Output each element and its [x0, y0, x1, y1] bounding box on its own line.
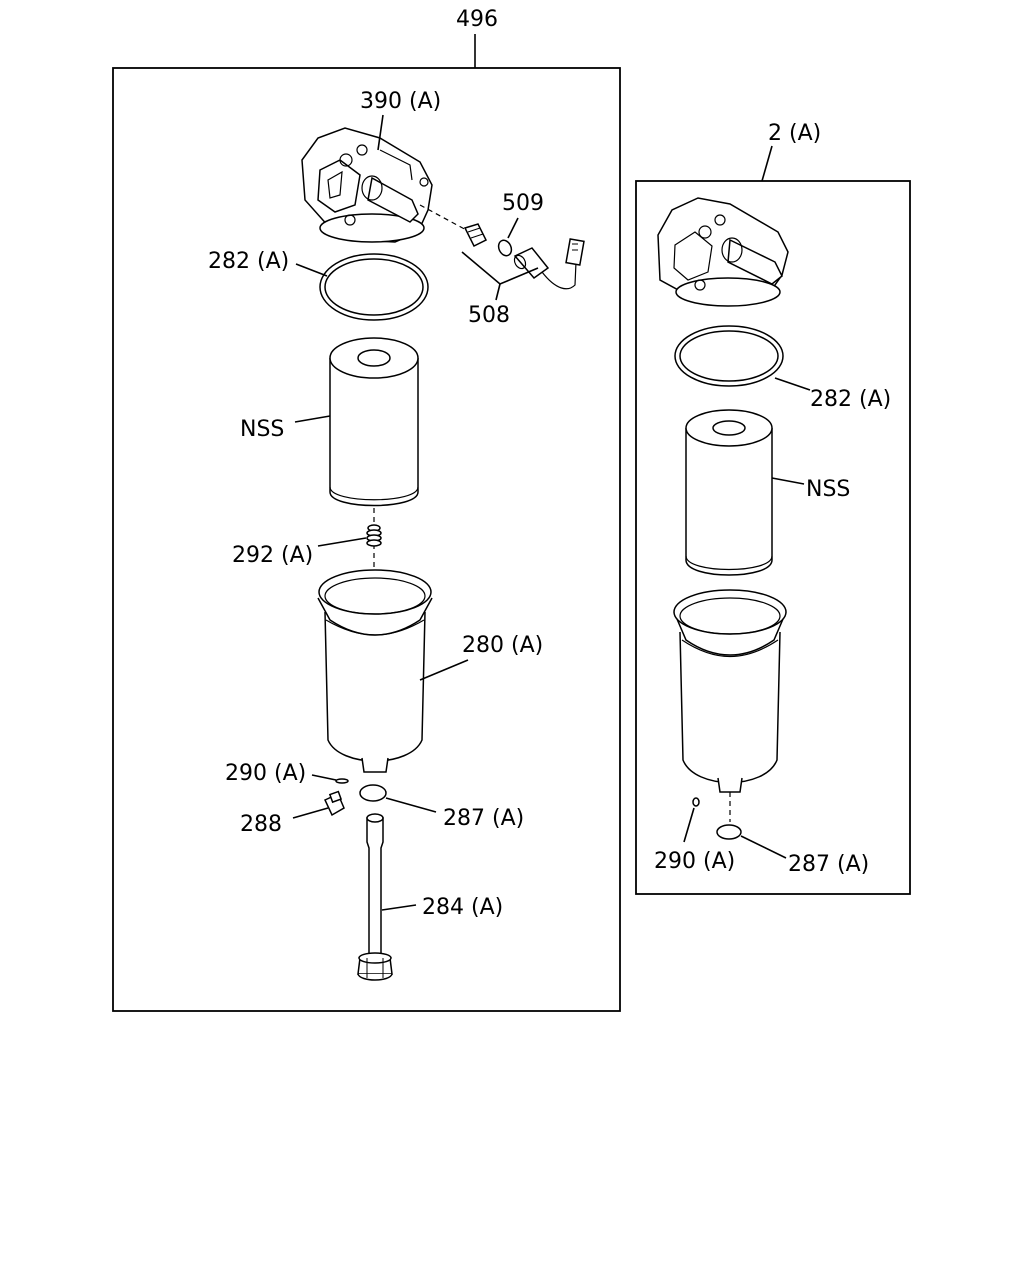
- alt-assembly-frame: [635, 180, 911, 895]
- bowl-leader: [419, 659, 469, 681]
- small-o-ring: [497, 239, 513, 257]
- spring-label: 292 (A): [232, 543, 313, 568]
- gasket-label: 287 (A): [443, 806, 524, 831]
- switch-axis-line: [419, 204, 471, 233]
- switch-set-label: 508: [468, 303, 510, 328]
- alt-element-label: NSS: [806, 477, 850, 502]
- spring-leader: [317, 537, 367, 547]
- filter-head: [301, 127, 433, 243]
- spring: [366, 524, 382, 547]
- o-ring-small-leader: [507, 217, 519, 239]
- alt-filter-head: [657, 197, 789, 307]
- head-leader: [377, 114, 384, 151]
- drain-gasket: [335, 778, 349, 784]
- filter-element: [329, 337, 419, 507]
- alt-element-leader: [771, 477, 805, 485]
- alt-drain-gasket-label: 290 (A): [654, 849, 735, 874]
- alt-gasket-label: 287 (A): [788, 852, 869, 877]
- o-ring-main: [319, 253, 429, 321]
- alt-drain-gasket-leader: [683, 807, 695, 843]
- water-sensor: [513, 238, 585, 290]
- head-label: 390 (A): [360, 89, 441, 114]
- alt-o-ring-label: 282 (A): [810, 387, 891, 412]
- bolt-label: 284 (A): [422, 895, 503, 920]
- o-ring-main-leader: [295, 263, 328, 277]
- plug-leader: [292, 807, 329, 819]
- main-assembly-label: 496: [456, 7, 498, 32]
- main-assembly-frame: [112, 67, 621, 1012]
- o-ring-main-label: 282 (A): [208, 249, 289, 274]
- drain-gasket-label: 290 (A): [225, 761, 306, 786]
- alt-filter-bowl: [673, 589, 787, 793]
- bowl-gasket: [359, 784, 387, 802]
- alt-o-ring-leader: [774, 377, 811, 391]
- bolt-leader: [381, 904, 417, 911]
- drain-gasket-leader: [311, 774, 337, 781]
- element-leader: [294, 415, 331, 423]
- drain-plug: [324, 790, 345, 817]
- bowl-label: 280 (A): [462, 633, 543, 658]
- gasket-leader: [385, 797, 437, 813]
- alt-assembly-label: 2 (A): [768, 121, 821, 146]
- alt-filter-element: [685, 409, 773, 576]
- alt-assembly-leader: [761, 145, 773, 182]
- sensor-plug: [463, 223, 488, 248]
- o-ring-small-label: 509: [502, 191, 544, 216]
- alt-o-ring: [674, 325, 784, 387]
- center-bolt: [357, 813, 393, 981]
- alt-gasket-leader: [740, 835, 787, 859]
- alt-drain-gasket: [692, 797, 700, 807]
- element-label: NSS: [240, 417, 284, 442]
- plug-label: 288: [240, 812, 282, 837]
- filter-bowl: [317, 569, 433, 773]
- alt-bowl-gasket: [716, 824, 742, 840]
- switch-set-leader: [495, 283, 501, 301]
